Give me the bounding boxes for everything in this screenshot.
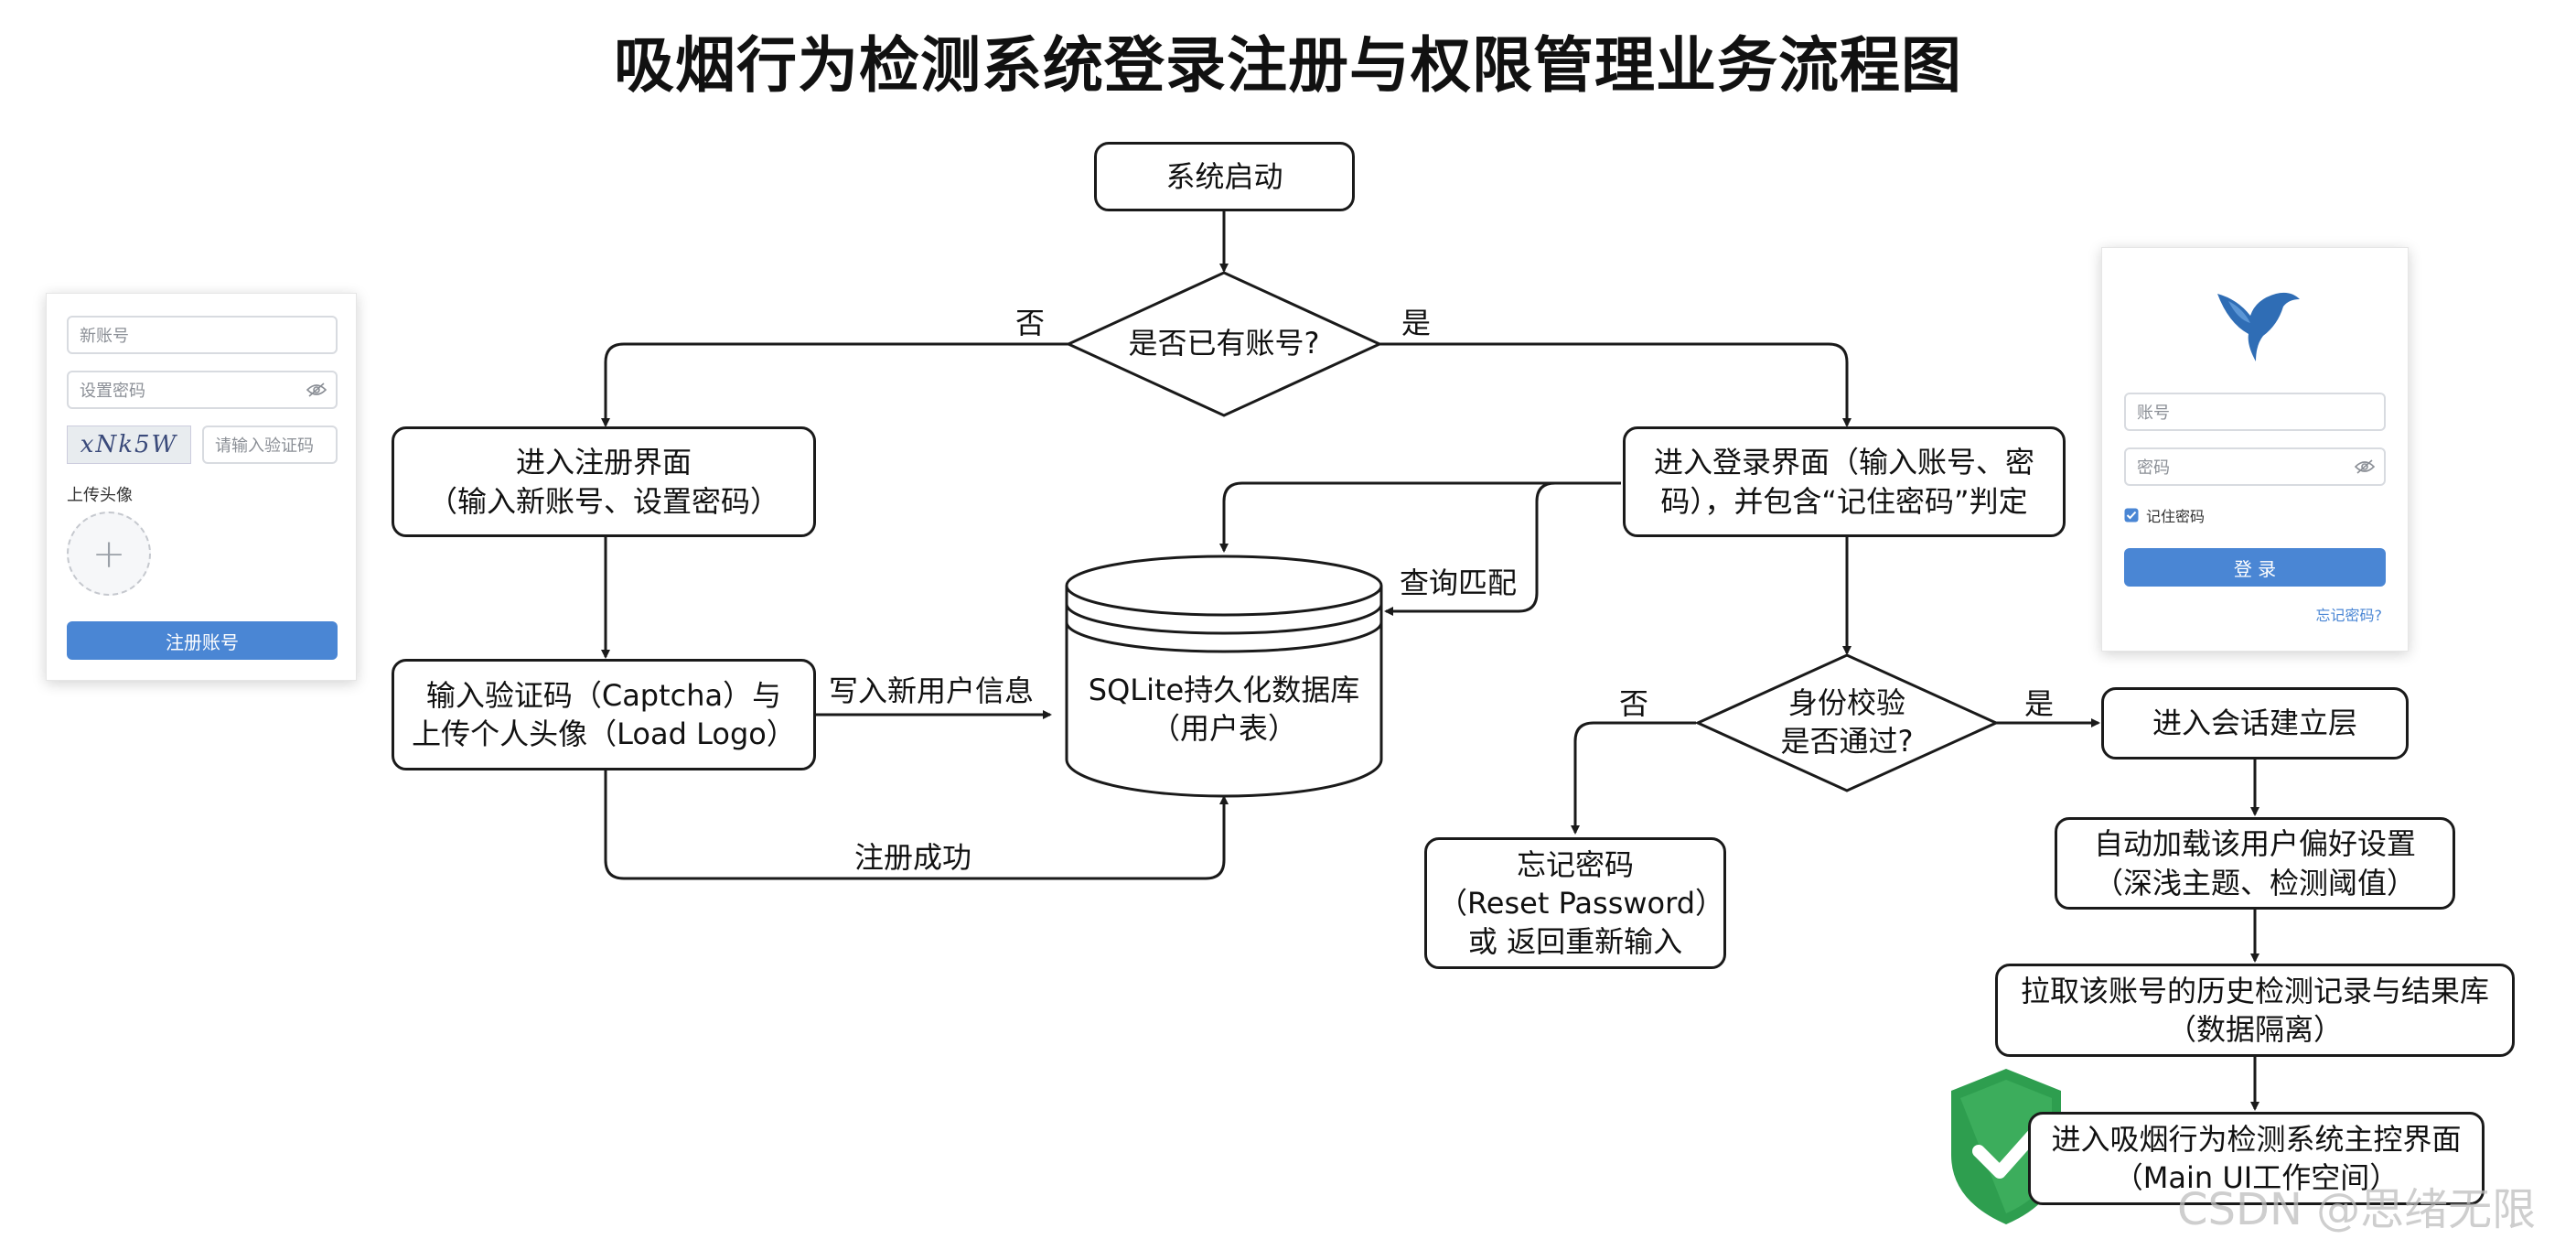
login-card: 账号 密码 记住密码 登 录 忘记密码? [2101, 247, 2409, 652]
remember-password-label: 记住密码 [2146, 508, 2206, 525]
label-no-account: 否 [1015, 306, 1046, 340]
node-text-line: 进入注册界面 [515, 445, 692, 480]
node-history: 拉取该账号的历史检测记录与结果库 （数据隔离） [1995, 964, 2515, 1057]
node-has-account: 是否已有账号? [1089, 309, 1359, 379]
set-password-input[interactable]: 设置密码 [67, 371, 338, 409]
node-text-line: （输入新账号、设置密码） [427, 483, 779, 519]
node-text-line: 自动加载该用户偏好设置 [2093, 826, 2416, 862]
edge-login-to-db-top [1219, 481, 1621, 553]
node-text-line: 忘记密码 [1516, 846, 1634, 882]
node-text-line: 身份校验 [1787, 685, 1905, 721]
node-text-line: 系统启动 [1165, 158, 1283, 194]
edge-query-match [1384, 481, 1556, 616]
watermark: CSDN @思绪无限 [2177, 1184, 2537, 1235]
node-main-ui: 进入吸烟行为检测系统主控界面（Main UI工作空间） [2028, 1112, 2485, 1205]
node-text-line: 是否通过? [1780, 724, 1914, 759]
node-text-line: 进入吸烟行为检测系统主控界面 [2051, 1121, 2462, 1157]
node-text-line: 进入会话建立层 [2152, 706, 2357, 741]
edge-auth-no [1571, 721, 1696, 835]
bird-logo-icon [2217, 292, 2300, 361]
label-write-user: 写入新用户信息 [829, 673, 1035, 708]
login-submit-button[interactable]: 登 录 [2124, 548, 2386, 587]
node-database: SQLite持久化数据库（用户表） [1067, 661, 1381, 760]
checkbox-checked-icon [2124, 508, 2139, 523]
node-session: 进入会话建立层 [2101, 687, 2409, 760]
avatar-label: 上传头像 [67, 486, 133, 505]
node-forgot-password: 忘记密码（Reset Password）或 返回重新输入 [1424, 837, 1726, 969]
label-auth-yes: 是 [2024, 686, 2055, 721]
node-text-line: 或 返回重新输入 [1467, 924, 1683, 960]
password-input[interactable]: 密码 [2124, 447, 2386, 486]
node-login: 进入登录界面（输入账号、密码），并包含“记住密码”判定 [1623, 426, 2066, 537]
node-load-prefs: 自动加载该用户偏好设置（深浅主题、检测阈值） [2055, 817, 2455, 910]
edge-no-to-register [601, 342, 1068, 427]
new-account-input[interactable]: 新账号 [67, 316, 338, 354]
register-submit-button[interactable]: 注册账号 [67, 621, 338, 660]
node-text-line: （用户表） [1150, 711, 1297, 746]
eye-off-icon[interactable] [2355, 459, 2375, 474]
node-text-line: 码），并包含“记住密码”判定 [1660, 483, 2028, 519]
node-register: 进入注册界面（输入新账号、设置密码） [392, 426, 816, 537]
node-text-line: （Reset Password） [1438, 885, 1725, 921]
node-text-line: 是否已有账号? [1128, 326, 1320, 361]
decision-auth [1694, 653, 2000, 792]
forgot-password-link[interactable]: 忘记密码? [2315, 607, 2383, 624]
node-text-line: 输入验证码（Captcha）与 [425, 677, 782, 713]
account-input[interactable]: 账号 [2124, 393, 2386, 431]
node-system-start: 系统启动 [1094, 142, 1355, 211]
edge-register-success [604, 770, 1229, 880]
database-cylinder [1065, 555, 1383, 798]
node-text-line: （Main UI工作空间） [2113, 1160, 2399, 1195]
node-text-line: （深浅主题、检测阈值） [2093, 865, 2416, 900]
node-text-line: 进入登录界面（输入账号、密 [1653, 445, 2034, 480]
edge-yes-to-login [1379, 342, 1852, 427]
remember-password-checkbox[interactable]: 记住密码 [2124, 504, 2205, 526]
label-register-success: 注册成功 [854, 840, 972, 875]
page-title: 吸烟行为检测系统登录注册与权限管理业务流程图 [614, 30, 1962, 101]
captcha-image[interactable]: xNk5W [67, 426, 191, 464]
label-query-match: 查询匹配 [1400, 566, 1518, 600]
avatar-upload[interactable]: + [67, 512, 151, 596]
node-text-line: SQLite持久化数据库 [1088, 673, 1360, 708]
node-captcha-avatar: 输入验证码（Captcha）与上传个人头像（Load Logo） [392, 659, 816, 770]
node-auth-check: 身份校验是否通过? [1720, 684, 1974, 761]
node-text-line: （数据隔离） [2166, 1012, 2343, 1047]
label-auth-no: 否 [1619, 686, 1649, 721]
label-yes-account: 是 [1401, 306, 1432, 340]
decision-has-account [1065, 271, 1383, 417]
node-text-line: 上传个人头像（Load Logo） [412, 716, 796, 751]
eye-off-icon[interactable] [306, 382, 327, 397]
register-card: 新账号 设置密码 xNk5W 请输入验证码 上传头像 + 注册账号 [46, 293, 357, 681]
node-text-line: 拉取该账号的历史检测记录与结果库 [2020, 973, 2489, 1008]
captcha-input[interactable]: 请输入验证码 [202, 426, 338, 464]
